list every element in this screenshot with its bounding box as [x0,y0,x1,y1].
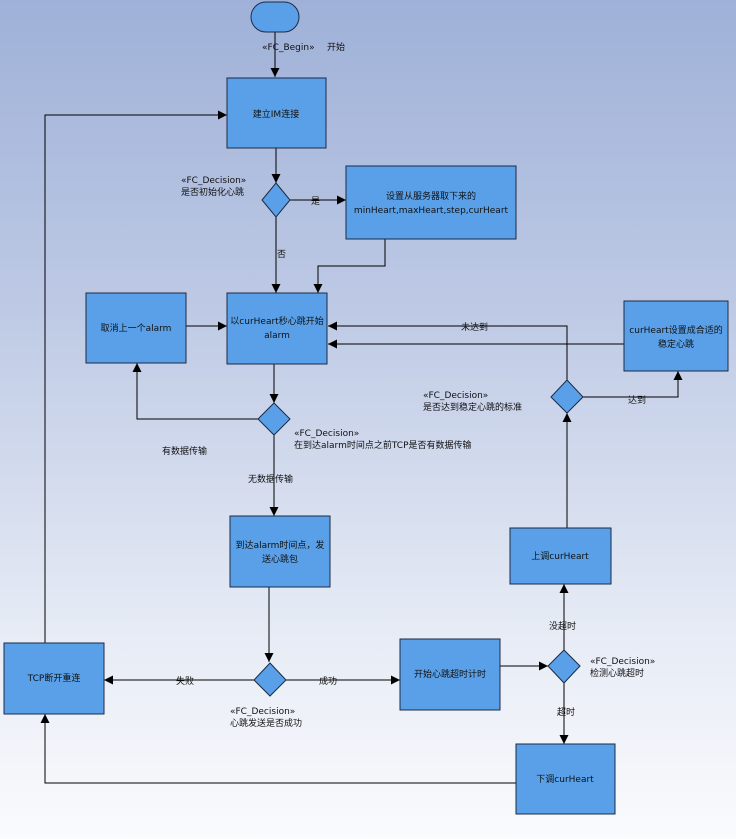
d5-text: 心跳发送是否成功 [230,717,302,729]
start-stereotype: «FC_Begin» [262,43,315,53]
d1-text: 是否初始化心跳 [181,186,244,198]
d5-stereotype: «FC_Decision» [230,707,295,717]
decision-d4 [547,649,581,684]
edge-label-fail: 失败 [176,675,194,687]
start-node [250,1,300,33]
node-up: 上调curHeart [509,527,612,585]
node-up-label: 上调curHeart [531,551,589,562]
node-timer-label: 开始心跳超时计时 [414,668,486,680]
edge-d3-notreached [328,321,568,380]
edge-label-no-timeout: 没超时 [549,620,576,632]
node-stable: curHeart设置成合适的 稳定心跳 [623,300,729,372]
node-set-params-line2: minHeart,maxHeart,step,curHeart [354,206,509,216]
d2-stereotype: «FC_Decision» [294,429,359,439]
decision-d3 [550,379,584,414]
decision-d1 [261,182,291,218]
d4-stereotype: «FC_Decision» [590,657,655,667]
edge-label-reached: 达到 [628,394,646,406]
node-stable-line1: curHeart设置成合适的 [629,324,722,336]
edge-tcp-to-connect [44,110,227,643]
node-connect-label: 建立IM连接 [253,108,299,120]
edge-label-has-data: 有数据传输 [162,445,207,457]
edge-label-timeout: 超时 [557,706,575,718]
edge-d2-hasdata [132,363,258,420]
node-cancel-alarm-label: 取消上一个alarm [101,322,172,334]
node-down: 下调curHeart [515,743,616,815]
d4-text: 检测心跳超时 [590,667,644,679]
node-start-alarm-line2: alarm [264,331,290,341]
node-tcp-reconnect: TCP断开重连 [3,642,105,715]
edge-label-no: 否 [277,249,286,260]
edge-d3-reached [583,371,683,398]
node-start-alarm: 以curHeart秒心跳开始 alarm [226,292,328,365]
d3-text: 是否达到稳定心跳的标准 [423,401,522,413]
edge-setparams-to-startalarm [313,239,386,293]
node-stable-line2: 稳定心跳 [658,338,694,350]
node-set-params-line1: 设置从服务器取下来的 [386,190,476,202]
d1-stereotype: «FC_Decision» [181,176,246,186]
d2-text: 在到达alarm时间点之前TCP是否有数据传输 [294,439,472,451]
edges [40,32,683,784]
edge-label-success: 成功 [319,675,337,687]
edge-label-yes: 是 [311,196,320,207]
node-set-params: 设置从服务器取下来的 minHeart,maxHeart,step,curHea… [345,165,517,240]
start-label: 开始 [327,41,345,53]
node-start-alarm-line1: 以curHeart秒心跳开始 [230,315,323,327]
decision-d5 [253,662,287,697]
edge-label-not-reached: 未达到 [461,321,488,333]
node-tcp-reconnect-label: TCP断开重连 [27,672,81,684]
node-timer: 开始心跳超时计时 [399,638,501,711]
edge-label-no-data: 无数据传输 [248,473,293,485]
node-send: 到达alarm时间点，发 送心跳包 [229,515,331,588]
node-connect: 建立IM连接 [226,77,327,149]
node-cancel-alarm: 取消上一个alarm [85,292,187,364]
decision-d2 [257,402,291,436]
node-send-line1: 到达alarm时间点，发 [236,539,325,551]
node-down-label: 下调curHeart [536,774,594,785]
edge-down-to-tcp [40,714,516,784]
d3-stereotype: «FC_Decision» [423,391,488,401]
node-send-line2: 送心跳包 [262,553,298,565]
